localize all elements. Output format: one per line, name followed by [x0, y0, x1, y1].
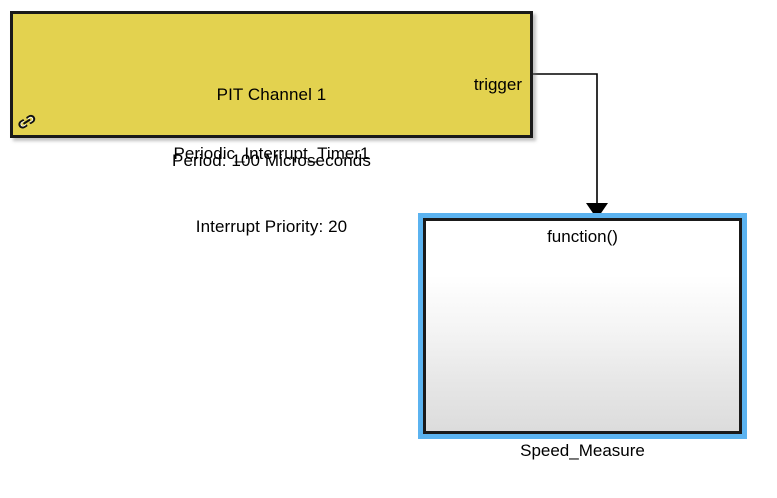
pit-block-body-text: PIT Channel 1 Period: 100 Microseconds I…: [13, 40, 530, 282]
input-port-label-function[interactable]: function(): [547, 227, 618, 246]
block-speed-measure[interactable]: function(): [418, 213, 747, 439]
block-periodic-interrupt-timer1[interactable]: PIT Channel 1 Period: 100 Microseconds I…: [10, 11, 533, 236]
pit-period-line: Period: 100 Microseconds: [172, 151, 371, 170]
chain-link-icon: [18, 114, 36, 129]
block-caption-periodic-interrupt-timer1[interactable]: Periodic_Interrupt_Timer1: [173, 144, 370, 163]
subsystem-body: function(): [423, 218, 742, 434]
output-port-label-trigger[interactable]: trigger: [473, 75, 522, 94]
block-caption-speed-measure[interactable]: Speed_Measure: [520, 441, 645, 460]
pit-interrupt-priority-line: Interrupt Priority: 20: [195, 217, 348, 236]
pit-channel-line: PIT Channel 1: [216, 85, 327, 104]
